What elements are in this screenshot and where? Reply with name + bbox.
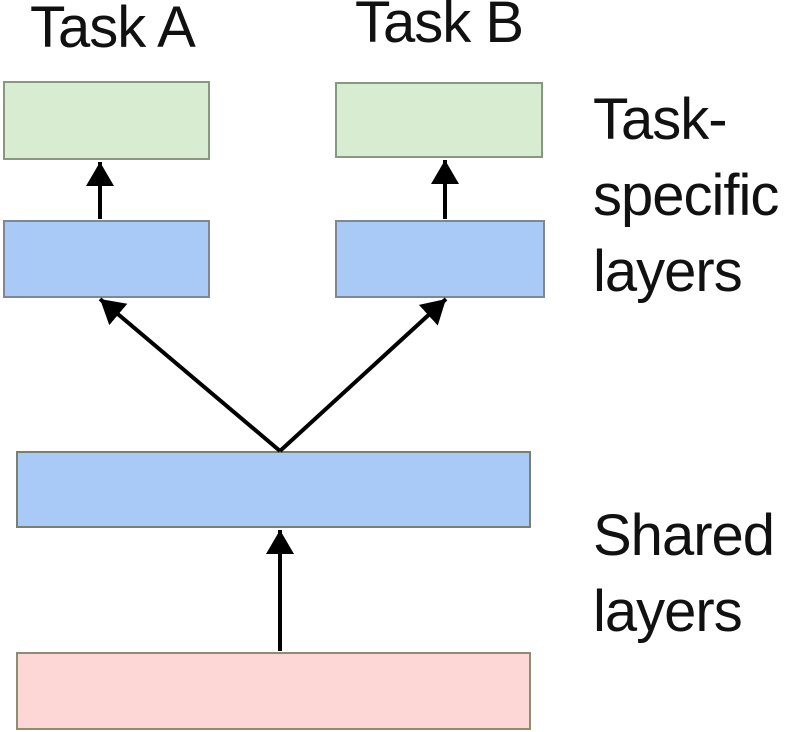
task-specific-label-line-3: layers	[593, 239, 743, 304]
task-specific-label-line-2: specific	[593, 163, 779, 228]
shared-layers-box	[16, 451, 531, 528]
shared-label-line-1: Shared	[593, 503, 775, 568]
task-specific-layers-label: Task- specific layers	[593, 82, 779, 310]
shared-label-line-2: layers	[593, 579, 743, 644]
task-b-specific-box	[335, 220, 545, 298]
task-specific-label-line-1: Task-	[593, 87, 728, 152]
task-b-label: Task B	[355, 0, 524, 55]
task-b-output-box	[335, 82, 543, 158]
input-box	[16, 652, 531, 730]
task-a-specific-box	[3, 220, 210, 298]
task-a-output-box	[3, 81, 210, 160]
task-a-label: Task A	[30, 0, 196, 60]
shared-layers-label: Shared layers	[593, 498, 775, 650]
